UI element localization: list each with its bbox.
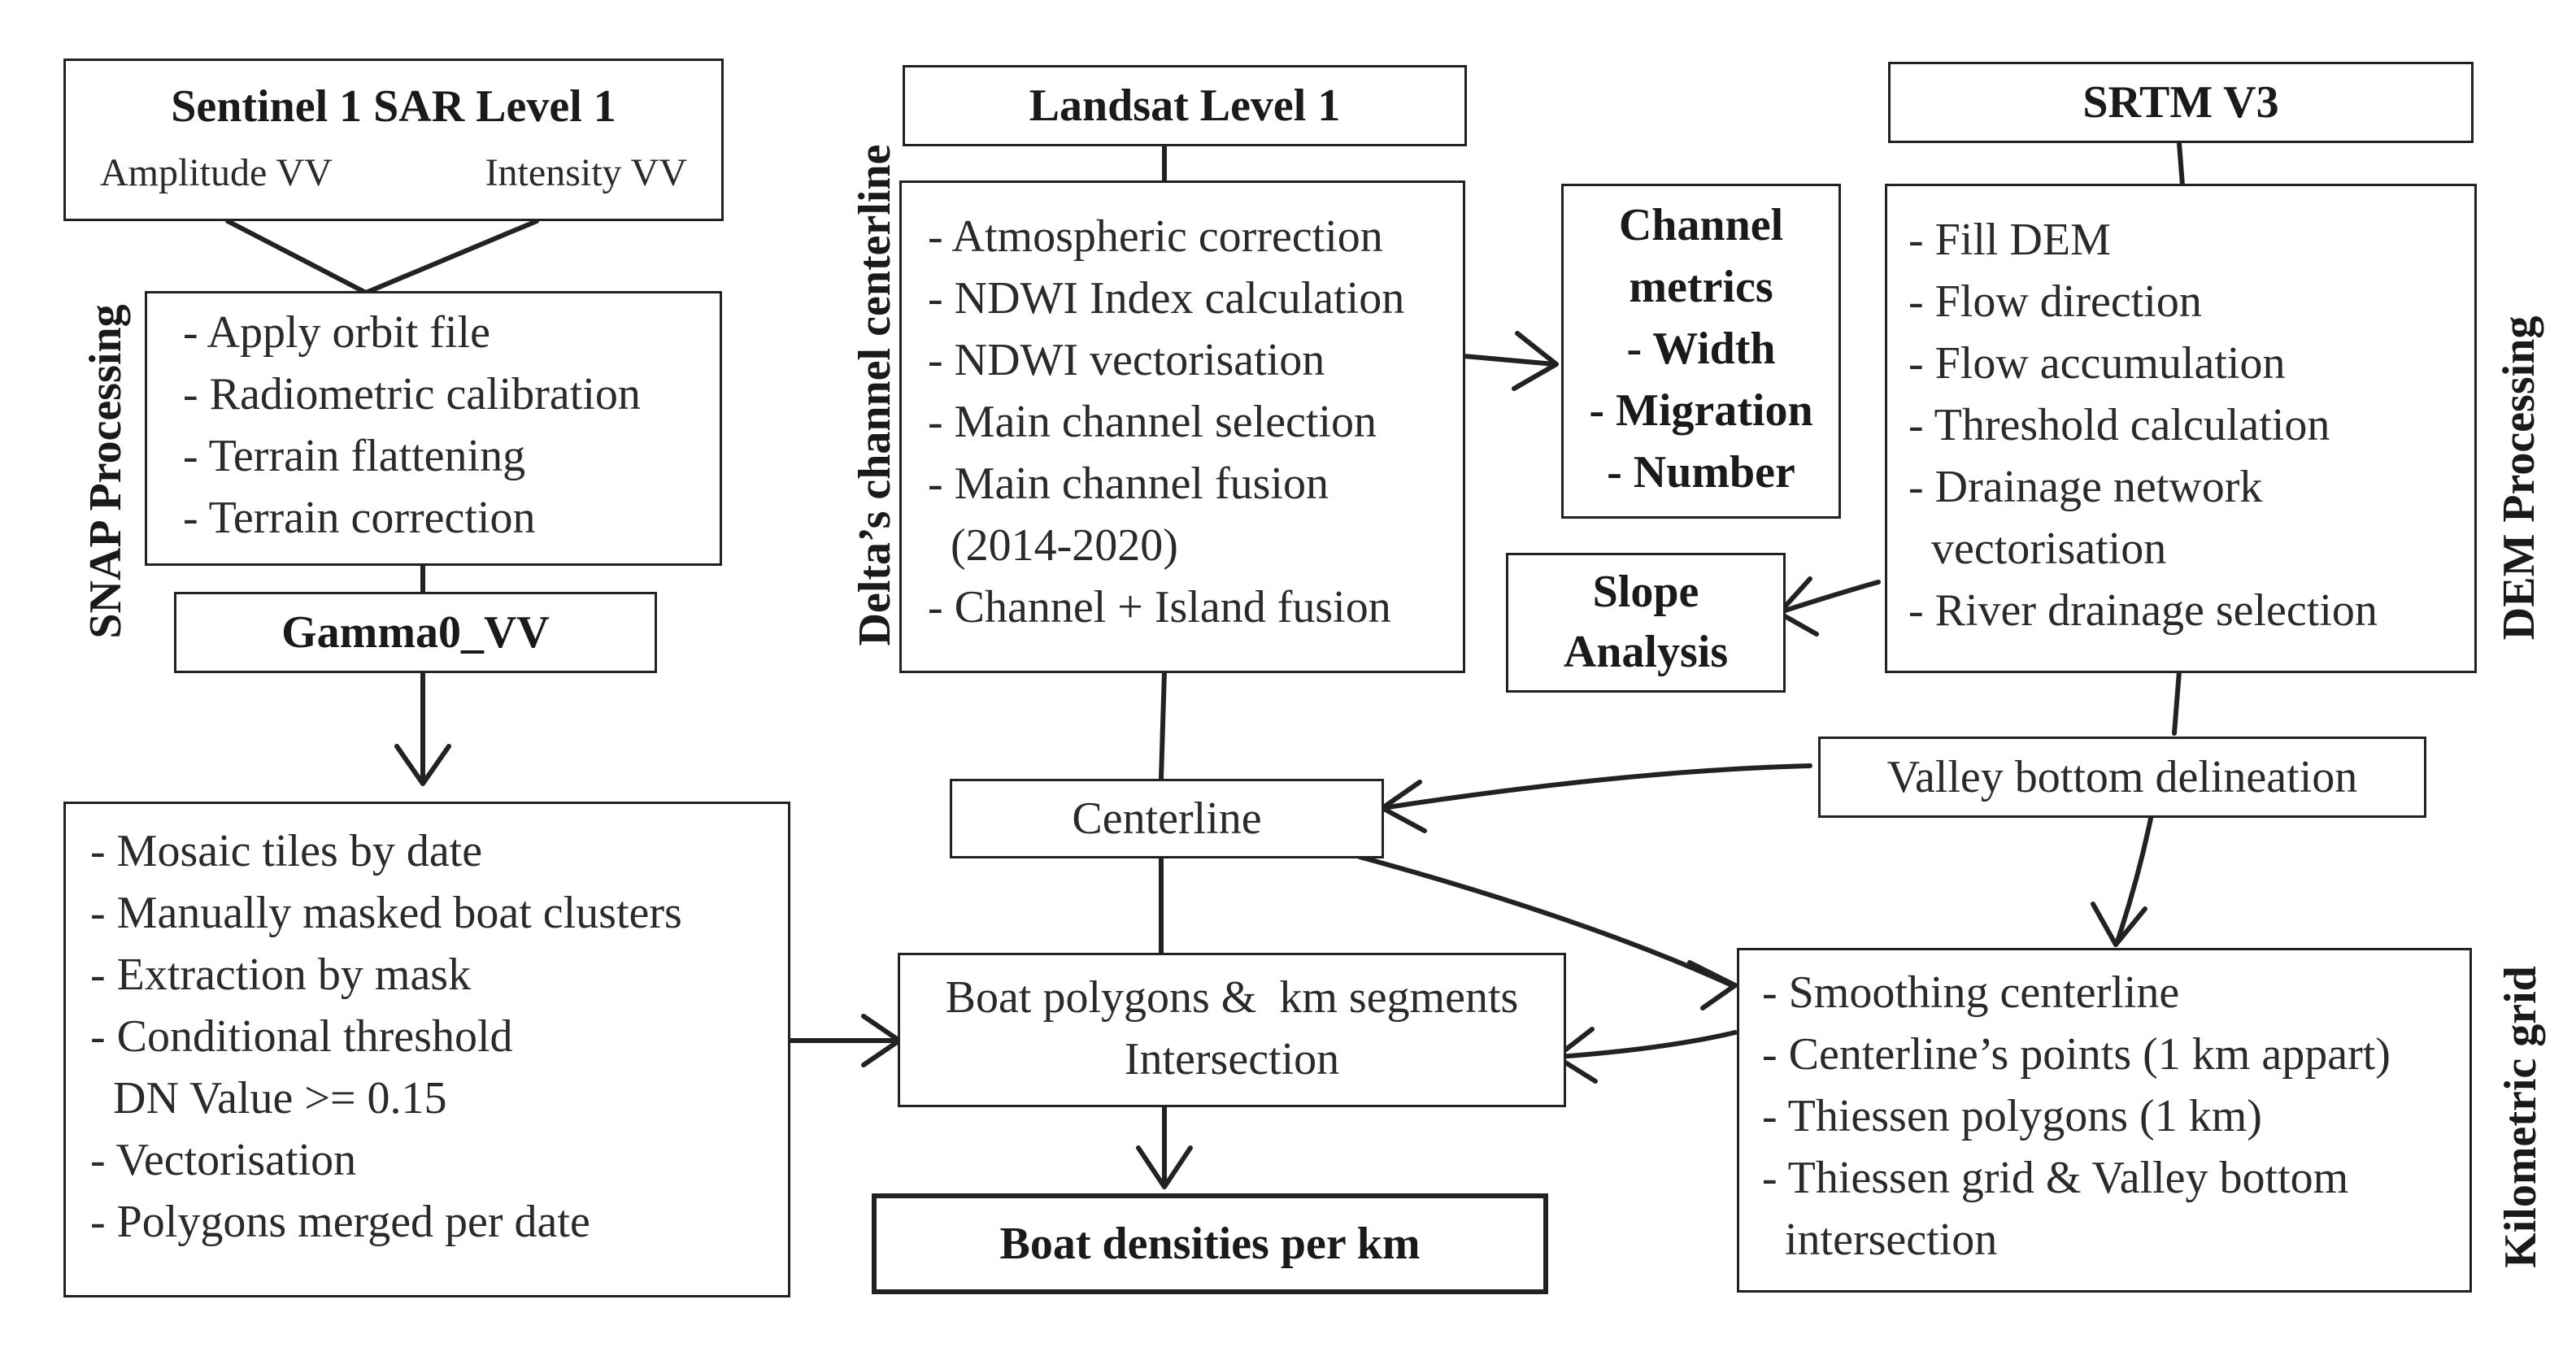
connector-landsat-to-centerline — [1159, 669, 1167, 781]
dem-step: - River drainage selection — [1908, 585, 2378, 636]
connector-kilometric-to-intersection — [1556, 1030, 1738, 1059]
sentinel-intensity-band: Intensity VV — [485, 151, 687, 194]
mosaic-step: - Extraction by mask — [90, 950, 472, 1000]
snap-step: - Terrain flattening — [183, 431, 526, 481]
arrowhead-valley-to-centerline — [1380, 780, 1427, 833]
arrowhead-valley-to-kilometric — [2091, 902, 2147, 947]
kilometric-step: - Centerline’s points (1 km appart) — [1762, 1029, 2391, 1080]
arrowhead-intersection-to-densities — [1136, 1145, 1193, 1189]
connector-dem-to-slope — [1780, 580, 1881, 614]
delta-centerline-label: Delta’s channel centerline — [850, 144, 900, 646]
sentinel-title: Sentinel 1 SAR Level 1 — [171, 81, 616, 132]
intersection-line: Boat polygons & km segments — [945, 972, 1519, 1023]
boat-densities-box: Boat densities per km — [872, 1193, 1548, 1294]
landsat-steps-list: - Atmospheric correction - NDWI Index ca… — [902, 183, 1463, 638]
landsat-title: Landsat Level 1 — [1029, 80, 1341, 131]
channel-metrics-line: - Migration — [1589, 385, 1813, 436]
intersection-line: Intersection — [1124, 1034, 1340, 1084]
channel-metrics-lines: Channel metrics - Width - Migration - Nu… — [1564, 186, 1838, 503]
dem-step: - Threshold calculation — [1908, 400, 2330, 450]
snap-processing-label: SNAP Processing — [80, 304, 131, 639]
kilometric-step: - Thiessen grid & Valley bottom — [1762, 1153, 2349, 1203]
centerline-box: Centerline — [950, 779, 1384, 858]
slope-analysis-line: Slope — [1592, 567, 1699, 617]
valley-bottom-box: Valley bottom delineation — [1818, 737, 2426, 818]
kilometric-grid-label: Kilometric grid — [2496, 966, 2546, 1268]
arrowhead-centerline-to-kilometric — [1687, 960, 1738, 1010]
connector-valley-to-centerline — [1380, 763, 1812, 811]
slope-analysis-lines: Slope Analysis — [1508, 555, 1783, 682]
landsat-steps-box: - Atmospheric correction - NDWI Index ca… — [899, 180, 1465, 673]
snap-step: - Radiometric calibration — [183, 369, 641, 419]
connector-srtm-title-to-steps — [2177, 141, 2185, 188]
intersection-box: Boat polygons & km segments Intersection — [898, 953, 1566, 1107]
arrowhead-mosaic-to-intersection — [861, 1014, 902, 1067]
kilometric-step: intersection — [1762, 1215, 1998, 1265]
mosaic-step: - Manually masked boat clusters — [90, 888, 682, 938]
boat-densities-label: Boat densities per km — [999, 1219, 1421, 1269]
kilometric-steps-list: - Smoothing centerline - Centerline’s po… — [1739, 950, 2469, 1271]
landsat-step: - Atmospheric correction — [928, 211, 1383, 262]
gamma0-vv-box: Gamma0_VV — [174, 592, 657, 673]
dem-step: - Drainage network — [1908, 462, 2263, 512]
mosaic-steps-list: - Mosaic tiles by date - Manually masked… — [66, 804, 788, 1253]
srtm-title: SRTM V3 — [2082, 77, 2279, 128]
gamma0-vv-label: Gamma0_VV — [281, 607, 550, 658]
landsat-step: - Main channel selection — [928, 397, 1377, 447]
connector-valley-to-kilometric — [2115, 812, 2154, 944]
intersection-lines: Boat polygons & km segments Intersection — [900, 955, 1564, 1090]
snap-steps-list: - Apply orbit file - Radiometric calibra… — [147, 293, 720, 549]
dem-steps-list: - Fill DEM - Flow direction - Flow accum… — [1887, 186, 2474, 641]
mosaic-step: - Mosaic tiles by date — [90, 826, 483, 876]
landsat-step: - Main channel fusion — [928, 459, 1329, 509]
sentinel-amplitude-band: Amplitude VV — [100, 151, 333, 194]
sentinel-source-box: Sentinel 1 SAR Level 1 Amplitude VV Inte… — [63, 59, 724, 221]
slope-analysis-line: Analysis — [1563, 627, 1729, 677]
arrowhead-landsat-to-metrics — [1512, 331, 1559, 391]
dem-step: vectorisation — [1908, 524, 2167, 574]
kilometric-grid-box: - Smoothing centerline - Centerline’s po… — [1737, 948, 2472, 1293]
srtm-source-box: SRTM V3 — [1888, 62, 2474, 143]
connector-landsat-to-metrics — [1461, 354, 1557, 367]
snap-step: - Terrain correction — [183, 493, 536, 543]
kilometric-step: - Smoothing centerline — [1762, 967, 2180, 1018]
connector-intensity-to-snap — [363, 219, 539, 295]
dem-step: - Fill DEM — [1908, 215, 2111, 265]
dem-steps-box: - Fill DEM - Flow direction - Flow accum… — [1885, 184, 2477, 673]
landsat-step: (2014-2020) — [928, 520, 1178, 571]
channel-metrics-line: - Width — [1626, 324, 1776, 374]
landsat-source-box: Landsat Level 1 — [903, 65, 1467, 146]
snap-step: - Apply orbit file — [183, 307, 490, 358]
mosaic-step: - Vectorisation — [90, 1135, 357, 1185]
valley-bottom-label: Valley bottom delineation — [1886, 752, 2358, 802]
dem-step: - Flow direction — [1908, 276, 2202, 327]
dem-step: - Flow accumulation — [1908, 338, 2286, 389]
mosaic-step: - Conditional threshold — [90, 1011, 513, 1062]
connector-dem-to-valley — [2172, 669, 2182, 736]
connector-amplitude-to-snap — [225, 219, 368, 295]
slope-analysis-box: Slope Analysis — [1506, 553, 1786, 693]
mosaic-step: - Polygons merged per date — [90, 1197, 590, 1247]
arrowhead-gamma-to-mosaic — [394, 744, 451, 786]
channel-metrics-box: Channel metrics - Width - Migration - Nu… — [1561, 184, 1841, 519]
kilometric-step: - Thiessen polygons (1 km) — [1762, 1091, 2262, 1141]
channel-metrics-line: metrics — [1629, 262, 1773, 312]
landsat-step: - Channel + Island fusion — [928, 582, 1391, 632]
channel-metrics-line: - Number — [1607, 447, 1795, 498]
landsat-step: - NDWI vectorisation — [928, 335, 1325, 385]
channel-metrics-line: Channel — [1618, 200, 1784, 250]
mosaic-steps-box: - Mosaic tiles by date - Manually masked… — [63, 802, 790, 1297]
landsat-step: - NDWI Index calculation — [928, 273, 1405, 324]
dem-processing-label: DEM Processing — [2494, 315, 2544, 641]
mosaic-step: DN Value >= 0.15 — [90, 1073, 447, 1123]
snap-steps-box: - Apply orbit file - Radiometric calibra… — [145, 291, 722, 566]
centerline-label: Centerline — [1072, 793, 1262, 844]
